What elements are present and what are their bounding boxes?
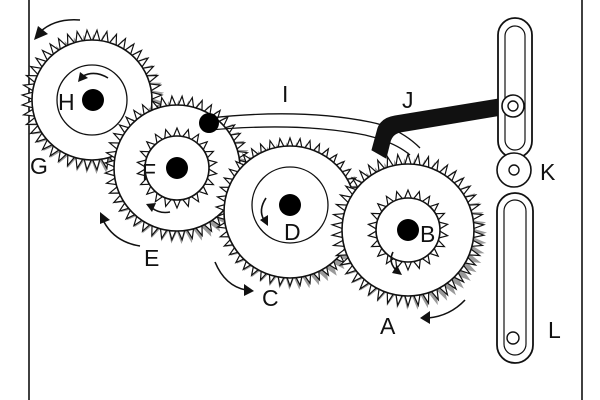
- rotation-arrow-d-head: [260, 215, 268, 226]
- label-i: I: [282, 81, 288, 107]
- rotation-arrow-e: [103, 221, 141, 247]
- label-h: H: [58, 89, 75, 115]
- axle-b: [397, 219, 419, 241]
- label-g: G: [30, 153, 48, 179]
- axle-d: [279, 194, 301, 216]
- upper-pivot-inner: [507, 100, 519, 112]
- rotation-arrow-g: [39, 18, 81, 33]
- rotation-arrow-a: [427, 299, 466, 319]
- rotation-arrow-c: [214, 261, 247, 291]
- lower-link-l: [496, 192, 534, 364]
- upper-slotted-link: [497, 17, 533, 159]
- rotation-arrow-e-head: [100, 212, 110, 224]
- lower-link-slot: [503, 199, 527, 356]
- label-j: J: [402, 87, 414, 113]
- axle-h: [82, 89, 104, 111]
- rotation-arrow-h: [82, 72, 109, 79]
- label-a: A: [380, 313, 396, 339]
- hub-ring-h: [56, 64, 128, 136]
- lower-pivot: [506, 331, 520, 345]
- label-k: K: [540, 159, 556, 185]
- label-f: F: [142, 159, 156, 185]
- connecting-rod-i-lower: [209, 126, 411, 156]
- axle-f: [166, 157, 188, 179]
- joint-k-pin: [508, 164, 520, 176]
- label-b: B: [420, 221, 435, 247]
- label-l: L: [548, 317, 561, 343]
- rotation-arrow-b-head: [392, 265, 402, 275]
- crank-arm-j: [371, 97, 509, 159]
- upper-slot: [504, 25, 526, 151]
- label-c: C: [262, 285, 279, 311]
- hub-ring-d: [251, 166, 329, 244]
- rotation-arrow-c-head: [244, 284, 254, 296]
- label-e: E: [144, 245, 159, 271]
- rotation-arrow-a-head: [420, 311, 430, 324]
- connecting-rod-i: [209, 113, 421, 149]
- rotation-arrow-f-head: [146, 203, 156, 212]
- rotation-arrow-g-head: [34, 26, 48, 40]
- rod-pivot-i: [199, 113, 219, 133]
- label-d: D: [284, 219, 301, 245]
- rotation-arrow-h-head: [78, 72, 88, 82]
